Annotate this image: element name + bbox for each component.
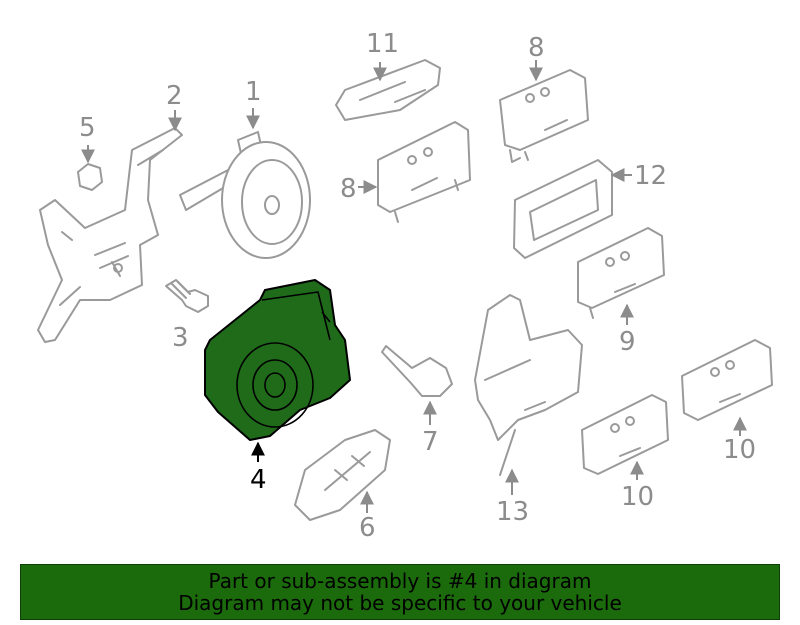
part-notice-banner: Part or sub-assembly is #4 in diagram Di… xyxy=(20,564,780,620)
callout-11[interactable]: 11 xyxy=(366,29,399,59)
control-module-part-10-lower[interactable] xyxy=(581,394,669,475)
callout-6[interactable]: 6 xyxy=(359,513,376,543)
receiver-module-part-12[interactable] xyxy=(513,159,613,259)
callout-9[interactable]: 9 xyxy=(619,327,636,357)
callout-10-right[interactable]: 10 xyxy=(723,435,756,465)
callout-7[interactable]: 7 xyxy=(422,427,439,457)
key-fob-part-6[interactable] xyxy=(294,429,391,521)
banner-line-part: Part or sub-assembly is #4 in diagram xyxy=(208,569,592,593)
parts-diagram: 11 8 2 1 5 8 12 3 9 7 10 4 10 6 13 xyxy=(37,29,773,543)
callout-8-lower[interactable]: 8 xyxy=(340,174,357,204)
callout-12[interactable]: 12 xyxy=(634,161,667,191)
control-unit-part-4-highlighted[interactable] xyxy=(204,279,351,441)
bracket-part-2[interactable] xyxy=(37,127,183,343)
callout-4[interactable]: 4 xyxy=(250,465,267,495)
callout-1[interactable]: 1 xyxy=(245,77,262,107)
callout-2[interactable]: 2 xyxy=(166,81,183,111)
callout-13[interactable]: 13 xyxy=(496,497,529,527)
bracket-part-13[interactable] xyxy=(474,294,583,476)
key-part-7[interactable] xyxy=(381,345,453,397)
bolt-part-3[interactable] xyxy=(165,279,209,313)
module-part-11[interactable] xyxy=(335,59,441,121)
callout-5[interactable]: 5 xyxy=(79,113,96,143)
callout-8-upper[interactable]: 8 xyxy=(528,33,545,63)
callout-10-lower[interactable]: 10 xyxy=(621,482,654,512)
control-module-part-8-upper[interactable] xyxy=(499,69,589,163)
banner-line-disclaimer: Diagram may not be specific to your vehi… xyxy=(178,591,622,615)
control-module-part-10-right[interactable] xyxy=(681,339,773,421)
horn-part-1[interactable] xyxy=(179,131,311,259)
control-module-part-9[interactable] xyxy=(577,227,665,319)
callout-3[interactable]: 3 xyxy=(172,323,189,353)
nut-part-5[interactable] xyxy=(77,163,103,191)
control-module-part-8-lower[interactable] xyxy=(377,121,471,223)
